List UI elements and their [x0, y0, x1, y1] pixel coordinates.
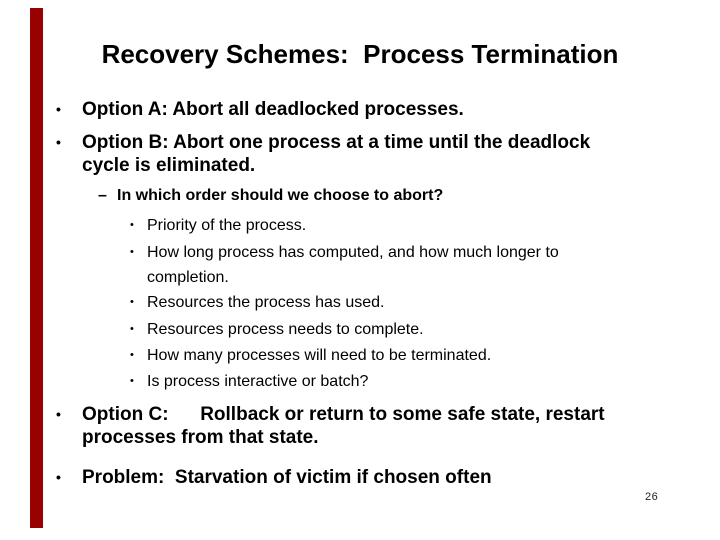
bullet-priority: • Priority of the process. [130, 213, 690, 238]
bullet-marker-icon: • [130, 246, 134, 258]
bullet-marker-icon: • [130, 349, 134, 361]
text-line: Option B: Abort one process at a time un… [82, 132, 591, 153]
bullet-text: In which order should we choose to abort… [117, 186, 678, 206]
bullet-text: Resources the process has used. [147, 290, 690, 315]
text-line: Priority of the process. [147, 217, 307, 234]
bullet-marker-icon: • [56, 469, 61, 485]
bullet-marker-icon: • [130, 296, 134, 308]
text-line: cycle is eliminated. [82, 155, 256, 176]
bullet-option-c: • Option C: Rollback or return to some sa… [56, 403, 696, 449]
bullet-marker-icon: • [56, 101, 61, 117]
text-line: completion. [147, 269, 229, 286]
left-accent-bar [30, 8, 43, 528]
bullet-interactive: • Is process interactive or batch? [130, 369, 690, 394]
text-line: In which order should we choose to abort… [117, 187, 444, 204]
bullet-text: How many processes will need to be termi… [147, 343, 690, 368]
bullet-resources-used: • Resources the process has used. [130, 290, 690, 315]
bullet-marker-icon: • [56, 406, 61, 422]
bullet-problem: • Problem: Starvation of victim if chosen… [56, 466, 696, 489]
bullet-option-b: • Option B: Abort one process at a time u… [56, 131, 696, 177]
bullet-marker-icon: • [130, 323, 134, 335]
bullet-text: Resources process needs to complete. [147, 317, 690, 342]
bullet-option-a: • Option A: Abort all deadlocked processe… [56, 98, 696, 121]
bullet-marker-icon: • [56, 134, 61, 150]
page-number: 26 [645, 491, 659, 503]
bullet-text: Option A: Abort all deadlocked processes… [82, 98, 696, 121]
text-line: Option C: Rollback or return to some saf… [82, 404, 605, 425]
bullet-how-long: • How long process has computed, and how … [130, 240, 690, 290]
text-line: Is process interactive or batch? [147, 373, 369, 390]
bullet-marker-icon: • [130, 375, 134, 387]
dash-marker-icon: – [98, 187, 107, 204]
bullet-text: Priority of the process. [147, 213, 690, 238]
bullet-how-many: • How many processes will need to be term… [130, 343, 690, 368]
bullet-order-question: –In which order should we choose to abor… [98, 186, 678, 206]
bullet-resources-needed: • Resources process needs to complete. [130, 317, 690, 342]
bullet-text: Problem: Starvation of victim if chosen … [82, 466, 696, 489]
bullet-text: Option B: Abort one process at a time un… [82, 131, 696, 177]
text-line: How long process has computed, and how m… [147, 244, 559, 261]
bullet-marker-icon: • [130, 219, 134, 231]
text-line: Problem: Starvation of victim if chosen … [82, 467, 492, 488]
text-line: How many processes will need to be termi… [147, 347, 492, 364]
bullet-text: How long process has computed, and how m… [147, 240, 690, 290]
slide-title: Recovery Schemes: Process Termination [101, 39, 619, 69]
bullet-text: Is process interactive or batch? [147, 369, 690, 394]
text-line: Resources process needs to complete. [147, 321, 424, 338]
bullet-text: Option C: Rollback or return to some saf… [82, 403, 696, 449]
text-line: processes from that state. [82, 427, 319, 448]
text-line: Option A: Abort all deadlocked processes… [82, 99, 464, 120]
text-line: Resources the process has used. [147, 294, 385, 311]
